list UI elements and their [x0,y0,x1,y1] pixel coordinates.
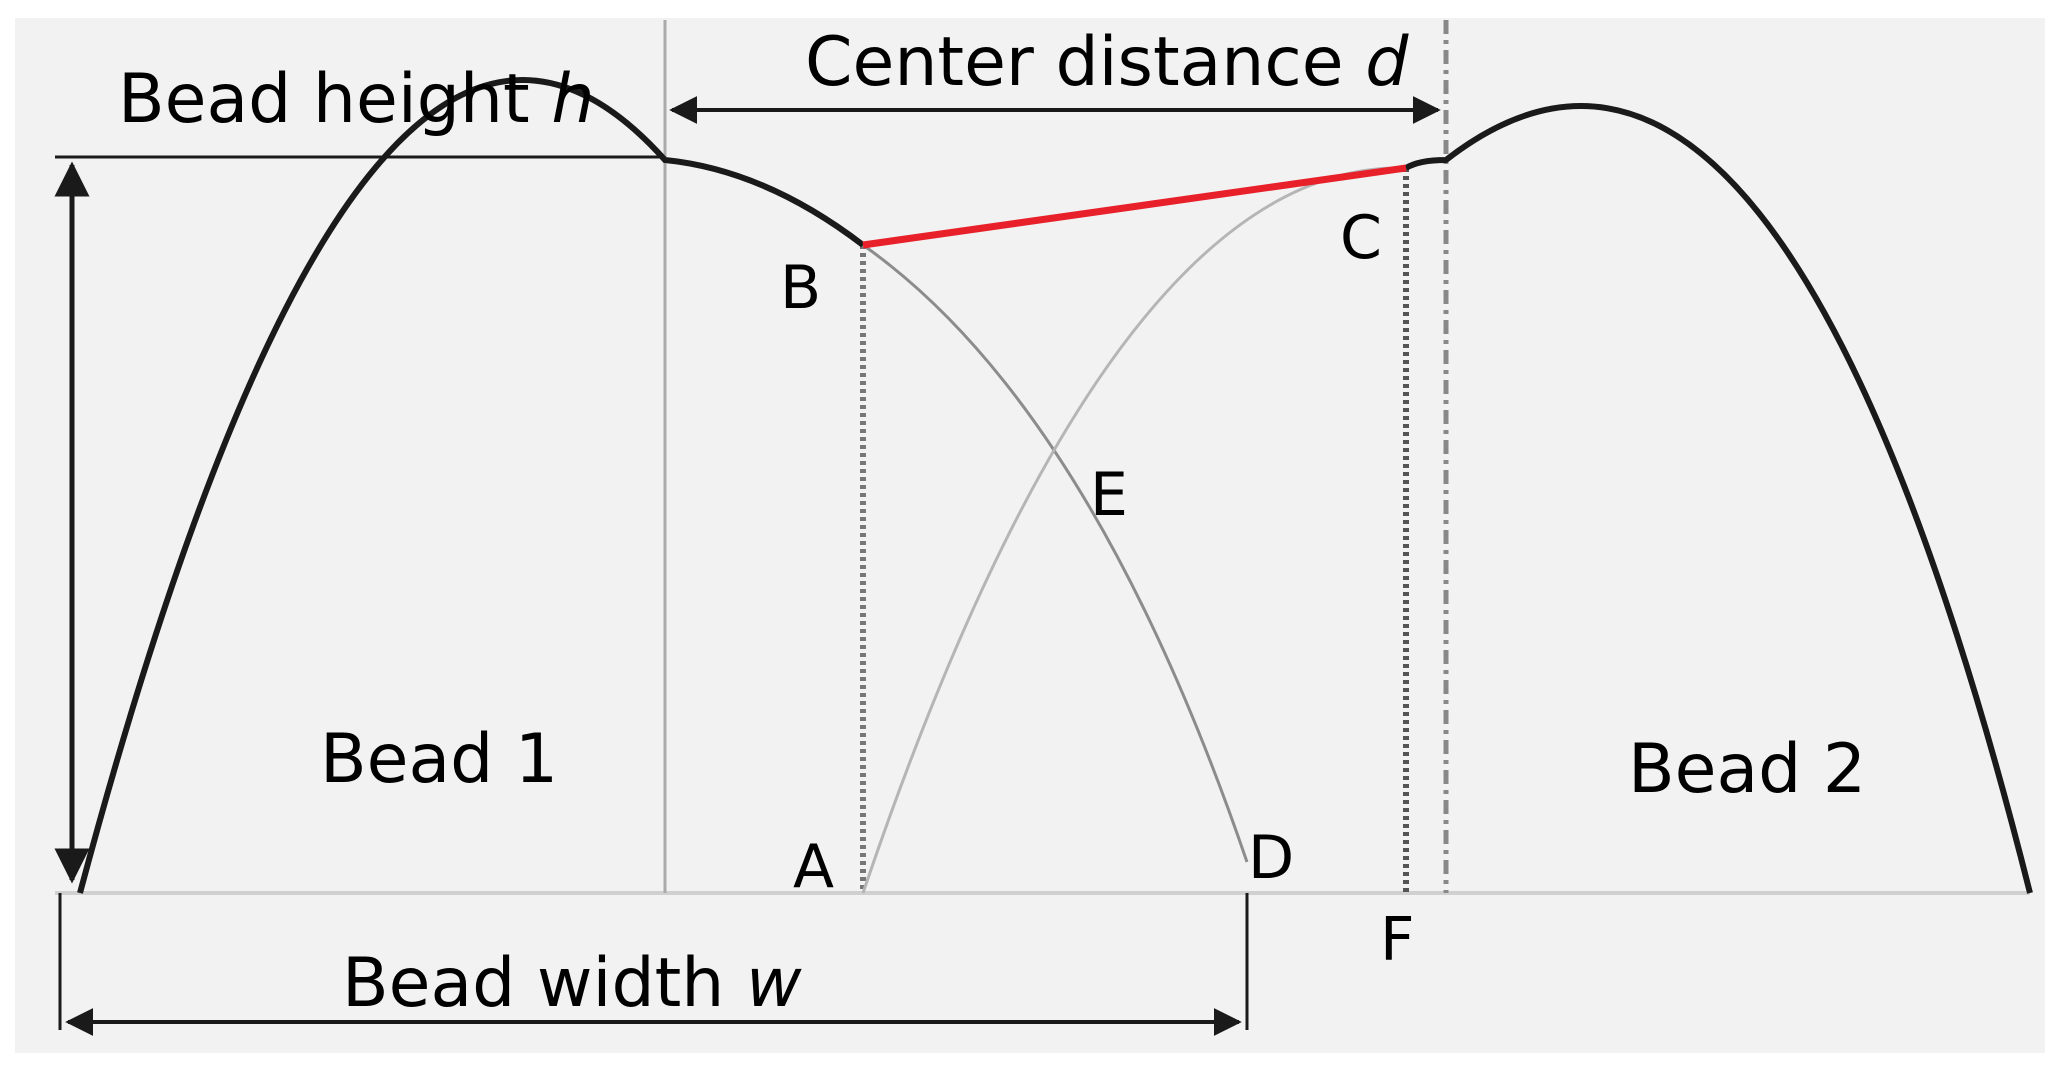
bead2-outline [1404,103,2033,894]
bead-width-variable: w [746,944,802,1023]
center-distance-variable: d [1365,23,1409,102]
bead1-label: Bead 1 [320,720,558,799]
bead-height-variable: h [551,60,594,139]
bead1-overlap-arc [862,243,1249,863]
point-c-label: C [1340,203,1382,273]
point-f-label: F [1380,905,1415,975]
point-e-label: E [1090,460,1128,530]
bead-width-label: Bead width w [342,944,802,1023]
bead2-label: Bead 2 [1628,730,1866,809]
point-d-label: D [1248,823,1294,893]
point-a-label: A [793,832,834,902]
diagram-background [15,18,2045,1053]
bead1-outline [77,77,865,894]
center-distance-label: Center distance d [805,23,1409,102]
bead-height-label: Bead height h [118,60,594,139]
gap-line-b-c [862,164,1407,249]
point-b-label: B [780,253,821,323]
